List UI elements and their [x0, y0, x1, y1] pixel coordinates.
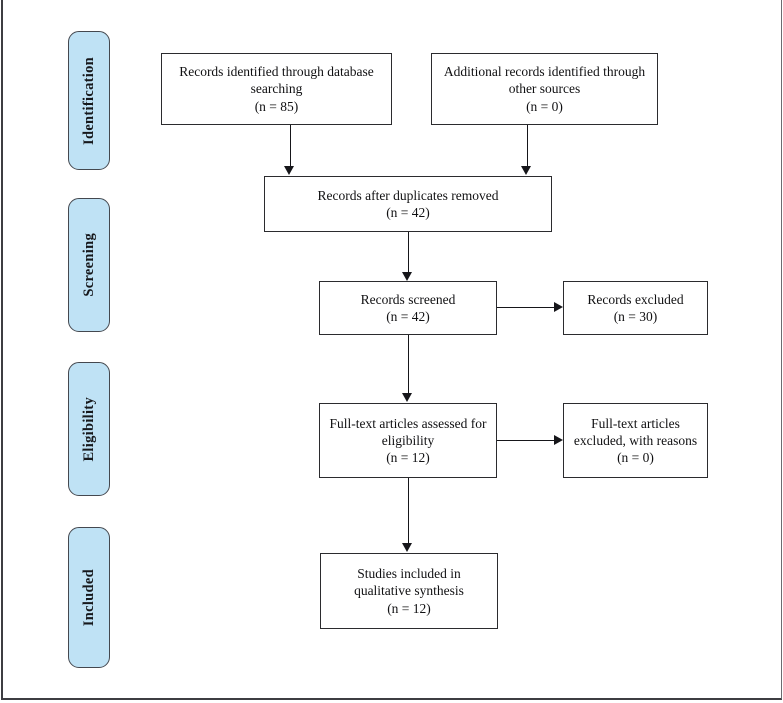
arrow-fulltext-to-excluded — [554, 435, 563, 445]
arrow-other-to-duplicates — [521, 166, 531, 175]
arrow-screened-to-excluded — [554, 302, 563, 312]
box-duplicates-removed: Records after duplicates removed (n = 42… — [264, 176, 552, 232]
box-fulltext-excluded: Full-text articles excluded, with reason… — [563, 403, 708, 478]
connector-duplicates-to-screened — [408, 232, 409, 274]
arrow-database-to-duplicates — [284, 166, 294, 175]
connector-fulltext-to-excluded — [497, 440, 555, 441]
arrow-fulltext-to-included — [402, 543, 412, 552]
connector-database-to-duplicates — [290, 125, 291, 168]
stage-included-label: Included — [80, 568, 97, 627]
stage-identification: Identification — [68, 31, 110, 170]
connector-other-to-duplicates — [527, 125, 528, 168]
stage-identification-label: Identification — [80, 56, 97, 145]
box-fulltext-assessed: Full-text articles assessed for eligibil… — [319, 403, 497, 478]
connector-fulltext-to-included — [408, 478, 409, 545]
stage-included: Included — [68, 527, 110, 668]
arrow-screened-to-fulltext — [402, 393, 412, 402]
box-studies-included: Studies included in qualitative synthesi… — [320, 553, 498, 629]
connector-screened-to-fulltext — [408, 335, 409, 395]
box-records-excluded: Records excluded (n = 30) — [563, 281, 708, 335]
box-studies-included-text: Studies included in qualitative synthesi… — [354, 566, 464, 616]
box-fulltext-excluded-text: Full-text articles excluded, with reason… — [573, 415, 698, 466]
box-fulltext-assessed-text: Full-text articles assessed for eligibil… — [329, 415, 487, 466]
box-records-excluded-text: Records excluded (n = 30) — [587, 291, 684, 324]
stage-screening: Screening — [68, 198, 110, 332]
box-records-screened: Records screened (n = 42) — [319, 281, 497, 335]
connector-screened-to-excluded — [497, 307, 555, 308]
box-other-sources-text: Additional records identified through ot… — [443, 64, 646, 114]
box-database-search: Records identified through database sear… — [161, 53, 392, 125]
stage-screening-label: Screening — [80, 233, 97, 297]
stage-eligibility-label: Eligibility — [80, 396, 97, 462]
arrow-duplicates-to-screened — [402, 272, 412, 281]
box-records-screened-text: Records screened (n = 42) — [360, 291, 456, 324]
box-duplicates-removed-text: Records after duplicates removed (n = 42… — [317, 187, 499, 220]
box-other-sources: Additional records identified through ot… — [431, 53, 658, 125]
stage-eligibility: Eligibility — [68, 362, 110, 496]
box-database-search-text: Records identified through database sear… — [179, 64, 374, 114]
